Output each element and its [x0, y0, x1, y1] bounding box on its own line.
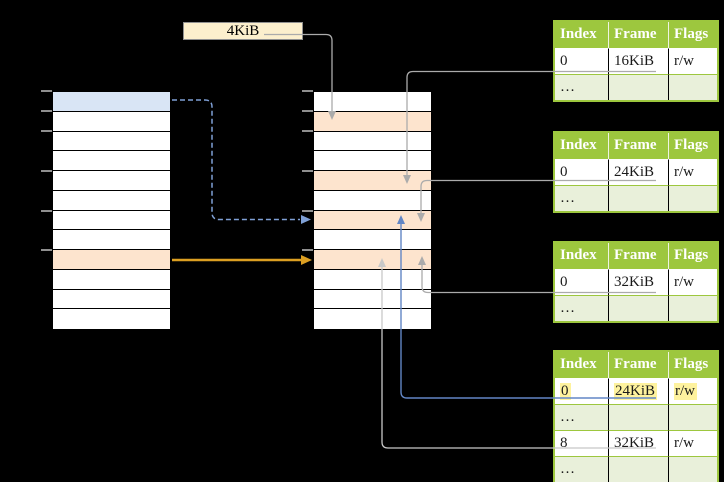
mapped-page-to-frame9-arrowhead [301, 255, 312, 265]
virtual-page-to-frame7-arrowhead [301, 215, 311, 224]
tick-mark [41, 249, 52, 252]
header-index: Index [555, 243, 609, 269]
middle-memory-row [314, 92, 431, 112]
cell-empty [609, 404, 669, 430]
tick-mark [41, 130, 52, 132]
header-flags: Flags [669, 133, 717, 159]
cell-empty [669, 185, 717, 211]
cell-empty [609, 456, 669, 482]
cell-ellipsis: … [555, 295, 609, 321]
cell-empty [669, 295, 717, 321]
highlighted-value: r/w [674, 383, 697, 400]
cell-empty [669, 456, 717, 482]
middle-memory-row [314, 290, 431, 310]
header-index: Index [555, 352, 609, 378]
header-frame: Frame [609, 133, 669, 159]
header-index: Index [555, 133, 609, 159]
cell-ellipsis: … [555, 74, 609, 100]
cell-flags: r/w [669, 48, 717, 74]
middle-memory-row [314, 309, 431, 329]
middle-memory-row [314, 270, 431, 290]
tick-mark [302, 249, 313, 252]
header-flags: Flags [669, 22, 717, 48]
left-memory-row [53, 191, 170, 211]
cell-flags: r/w [669, 378, 717, 404]
cell-empty [669, 404, 717, 430]
header-flags: Flags [669, 352, 717, 378]
middle-memory-row [314, 151, 431, 171]
left-memory-row [53, 151, 170, 171]
virtual-memory-column [52, 91, 171, 330]
highlighted-value: 24KiB [614, 383, 658, 400]
left-memory-row [53, 132, 170, 152]
cell-empty [609, 295, 669, 321]
left-memory-row-blue [53, 92, 170, 112]
cell-flags: r/w [669, 269, 717, 295]
tick-mark [41, 90, 52, 93]
highlighted-value: 0 [560, 383, 571, 400]
cell-ellipsis: … [555, 404, 609, 430]
cell-frame: 16KiB [609, 48, 669, 74]
page-table-2: Index Frame Flags 0 24KiB r/w … [553, 131, 719, 213]
page-table-1: Index Frame Flags 0 16KiB r/w … [553, 20, 719, 102]
tick-mark [302, 90, 313, 93]
cell-frame: 32KiB [609, 430, 669, 456]
tick-mark [302, 130, 313, 132]
header-frame: Frame [609, 352, 669, 378]
middle-memory-row-orange [314, 111, 431, 132]
cell-ellipsis: … [555, 185, 609, 211]
cell-empty [609, 185, 669, 211]
header-index: Index [555, 22, 609, 48]
tick-mark [302, 169, 313, 172]
left-memory-row [53, 230, 170, 250]
left-memory-row [53, 290, 170, 310]
middle-memory-row [314, 132, 431, 152]
cell-index: 8 [555, 430, 609, 456]
tick-mark [41, 169, 52, 172]
middle-memory-row [314, 191, 431, 211]
middle-memory-row-orange [314, 210, 431, 231]
cell-flags: r/w [669, 159, 717, 185]
cell-empty [669, 74, 717, 100]
middle-memory-row [314, 230, 431, 250]
page-table-4: Index Frame Flags 0 24KiB r/w … 8 32KiB … [553, 350, 719, 482]
middle-memory-row-orange [314, 171, 431, 191]
cell-frame: 24KiB [609, 159, 669, 185]
left-memory-row [53, 171, 170, 191]
left-memory-row [53, 270, 170, 290]
cell-frame: 32KiB [609, 269, 669, 295]
page-size-label: 4KiB [183, 22, 303, 40]
page-size-label-text: 4KiB [226, 23, 260, 39]
cell-index: 0 [555, 378, 609, 404]
cell-flags: r/w [669, 430, 717, 456]
tick-mark [41, 110, 52, 113]
left-memory-row [53, 211, 170, 231]
header-flags: Flags [669, 243, 717, 269]
tick-mark [302, 209, 313, 212]
page-table-3: Index Frame Flags 0 32KiB r/w … [553, 241, 719, 323]
left-memory-row-orange [53, 250, 170, 270]
left-memory-row [53, 309, 170, 329]
tick-mark [41, 209, 52, 212]
left-memory-row [53, 112, 170, 132]
cell-ellipsis: … [555, 456, 609, 482]
tick-mark [302, 110, 313, 113]
cell-empty [609, 74, 669, 100]
middle-memory-row-orange [314, 250, 431, 270]
header-frame: Frame [609, 243, 669, 269]
cell-index: 0 [555, 269, 609, 295]
virtual-page-to-frame7-line [172, 99, 300, 221]
physical-memory-column [313, 91, 432, 330]
cell-frame: 24KiB [609, 378, 669, 404]
header-frame: Frame [609, 22, 669, 48]
cell-index: 0 [555, 48, 609, 74]
cell-index: 0 [555, 159, 609, 185]
